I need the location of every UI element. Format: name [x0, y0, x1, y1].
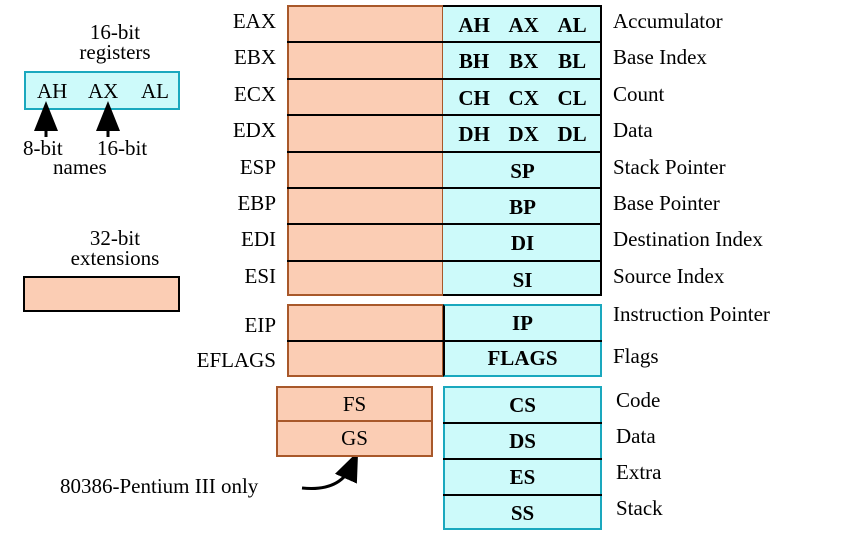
note-80386-pentium: 80386-Pentium III only — [60, 474, 259, 498]
register-part-al: AL — [557, 12, 587, 37]
register-name-esp: ESP — [239, 155, 276, 179]
segment-fs: FS — [342, 391, 367, 416]
register-desc-base-index: Base Index — [613, 45, 707, 69]
register-name-edi: EDI — [241, 227, 276, 251]
row-divider — [287, 151, 602, 153]
segment-extra-divider — [276, 420, 433, 422]
legend-8bit-label: 8-bit — [23, 136, 63, 160]
register-parts-edx: DH DX DL — [445, 122, 600, 147]
legend-16bit-label: 16-bit — [97, 136, 148, 160]
register-desc-data: Data — [613, 118, 653, 142]
register-cell-edx: DH DX DL — [445, 116, 600, 152]
register-part-bp: BP — [509, 194, 536, 219]
register-cell-esi: SI — [445, 262, 600, 298]
register-part-ax: AX — [508, 12, 539, 37]
row-divider — [287, 223, 602, 225]
segment-row-divider — [443, 422, 602, 424]
register-cell-eax: AH AX AL — [445, 7, 600, 43]
special-row-divider — [287, 340, 602, 342]
legend-32bit-extension-box — [23, 276, 180, 312]
register-part-sp: SP — [510, 158, 535, 183]
register-part-dl: DL — [557, 121, 587, 146]
legend-32bit-caption-line2: extensions — [70, 246, 160, 270]
legend-16bit-caption-line1: 16-bit — [89, 20, 141, 44]
segment-row-divider — [443, 494, 602, 496]
register-flags: FLAGS — [487, 346, 558, 370]
register-part-ah: AH — [458, 12, 490, 37]
register-part-ch: CH — [458, 85, 490, 110]
register-ip: IP — [512, 310, 533, 335]
segment-ss: SS — [510, 500, 535, 525]
register-desc-accumulator: Accumulator — [613, 9, 723, 33]
legend-16bit-caption-line2: registers — [79, 40, 151, 64]
legend-part-low: AL — [141, 79, 169, 103]
register-name-ecx: ECX — [234, 82, 276, 106]
row-divider — [287, 114, 602, 116]
register-part-bh: BH — [458, 48, 490, 73]
register-parts-ebx: BH BX BL — [445, 49, 600, 74]
register-name-eax: EAX — [232, 9, 276, 33]
segment-desc-stack: Stack — [616, 496, 663, 520]
row-divider — [287, 187, 602, 189]
row-divider — [287, 260, 602, 262]
segment-desc-code: Code — [616, 388, 661, 412]
register-part-cx: CX — [508, 85, 539, 110]
register-parts-eax: AH AX AL — [445, 13, 600, 38]
register-name-eflags: EFLAGS — [196, 348, 276, 372]
register-part-dh: DH — [458, 121, 490, 146]
legend-part-full: AX — [88, 79, 119, 103]
segment-ds: DS — [509, 428, 536, 453]
register-part-di: DI — [510, 230, 535, 255]
register-desc-flags: Flags — [613, 344, 659, 368]
general-16bit-column — [443, 5, 602, 296]
segment-gs: GS — [341, 426, 368, 450]
register-part-cl: CL — [557, 85, 587, 110]
row-divider — [287, 78, 602, 80]
legend-32bit-caption-line1: 32-bit — [89, 226, 141, 250]
register-part-bx: BX — [509, 48, 539, 73]
register-parts-ecx: CH CX CL — [445, 86, 600, 111]
legend-names-label: names — [53, 155, 107, 179]
register-desc-base-pointer: Base Pointer — [613, 191, 720, 215]
register-desc-instruction-pointer: Instruction Pointer — [613, 302, 770, 326]
segment-desc-data: Data — [616, 424, 656, 448]
register-cell-edi: DI — [445, 225, 600, 261]
register-name-esi: ESI — [244, 264, 277, 288]
segment-es: ES — [509, 464, 536, 489]
register-desc-destination-index: Destination Index — [613, 227, 763, 251]
register-cell-ebx: BH BX BL — [445, 43, 600, 79]
arrow-note-icon — [301, 451, 359, 491]
segment-row-divider — [443, 458, 602, 460]
register-part-bl: BL — [558, 48, 587, 73]
register-cell-esp: SP — [445, 153, 600, 189]
register-name-edx: EDX — [232, 118, 276, 142]
register-desc-source-index: Source Index — [613, 264, 725, 288]
general-extension-column — [287, 5, 444, 296]
register-cell-ebp: BP — [445, 189, 600, 225]
register-name-ebx: EBX — [234, 45, 276, 69]
register-part-si: SI — [512, 267, 533, 292]
register-part-dx: DX — [508, 121, 539, 146]
register-cell-ecx: CH CX CL — [445, 80, 600, 116]
segment-cs: CS — [509, 392, 536, 417]
register-name-eip: EIP — [244, 313, 277, 337]
register-name-ebp: EBP — [237, 191, 276, 215]
register-desc-stack-pointer: Stack Pointer — [613, 155, 726, 179]
segment-desc-extra: Extra — [616, 460, 662, 484]
row-divider — [287, 41, 602, 43]
legend-part-high: AH — [37, 79, 68, 103]
register-desc-count: Count — [613, 82, 665, 106]
